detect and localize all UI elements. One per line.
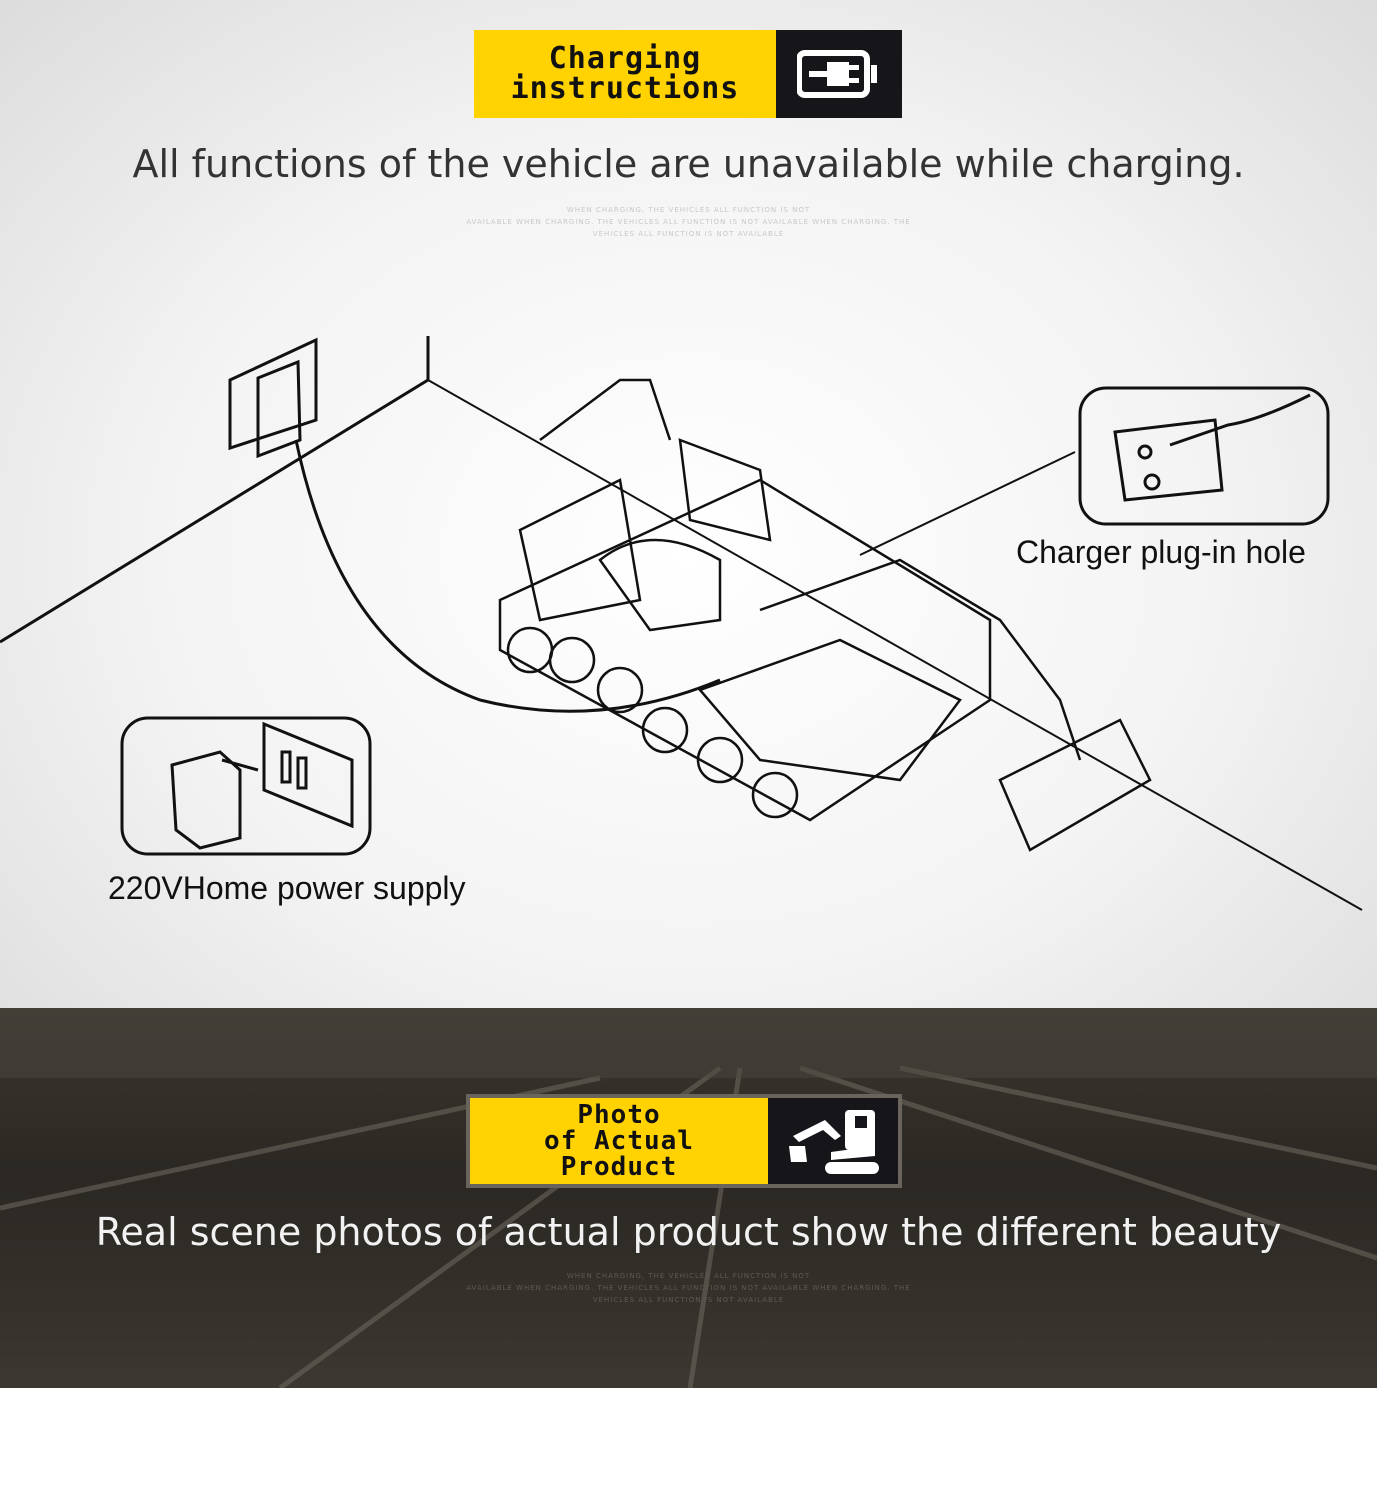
charging-fine-print: WHEN CHARGING, THE VEHICLES ALL FUNCTION… <box>466 206 911 238</box>
charging-illustration <box>0 336 1363 911</box>
photo-badge: Photo of Actual Product <box>466 1094 902 1188</box>
charging-heading: All functions of the vehicle are unavail… <box>132 142 1245 186</box>
charging-badge-title: Charging instructions <box>474 30 776 118</box>
excavator-drawing <box>498 378 1152 852</box>
photo-fine-print: WHEN CHARGING, THE VEHICLES ALL FUNCTION… <box>466 1272 911 1304</box>
charger-hole-callout <box>1078 386 1330 526</box>
photo-section: Photo of Actual Product Real scene photo… <box>0 1008 1377 1388</box>
charging-section: Charging instructions All functions of t… <box>0 0 1377 1008</box>
wall-corner-line <box>0 336 430 644</box>
photo-heading: Real scene photos of actual product show… <box>95 1210 1282 1254</box>
power-supply-callout <box>120 716 372 856</box>
railway-background <box>0 1008 1377 1388</box>
battery-plug-icon <box>776 30 902 118</box>
charging-cable <box>294 439 721 713</box>
photo-badge-line2: of Actual <box>544 1126 694 1156</box>
power-supply-label: 220VHome power supply <box>108 870 466 906</box>
charger-plug-in-hole-label: Charger plug-in hole <box>1016 534 1306 570</box>
charging-badge: Charging instructions <box>474 30 902 118</box>
excavator-icon <box>768 1098 898 1184</box>
photo-badge-line1: Photo <box>577 1100 661 1130</box>
photo-badge-line3: Product <box>560 1152 678 1182</box>
wall-outlet-icon <box>228 337 318 459</box>
